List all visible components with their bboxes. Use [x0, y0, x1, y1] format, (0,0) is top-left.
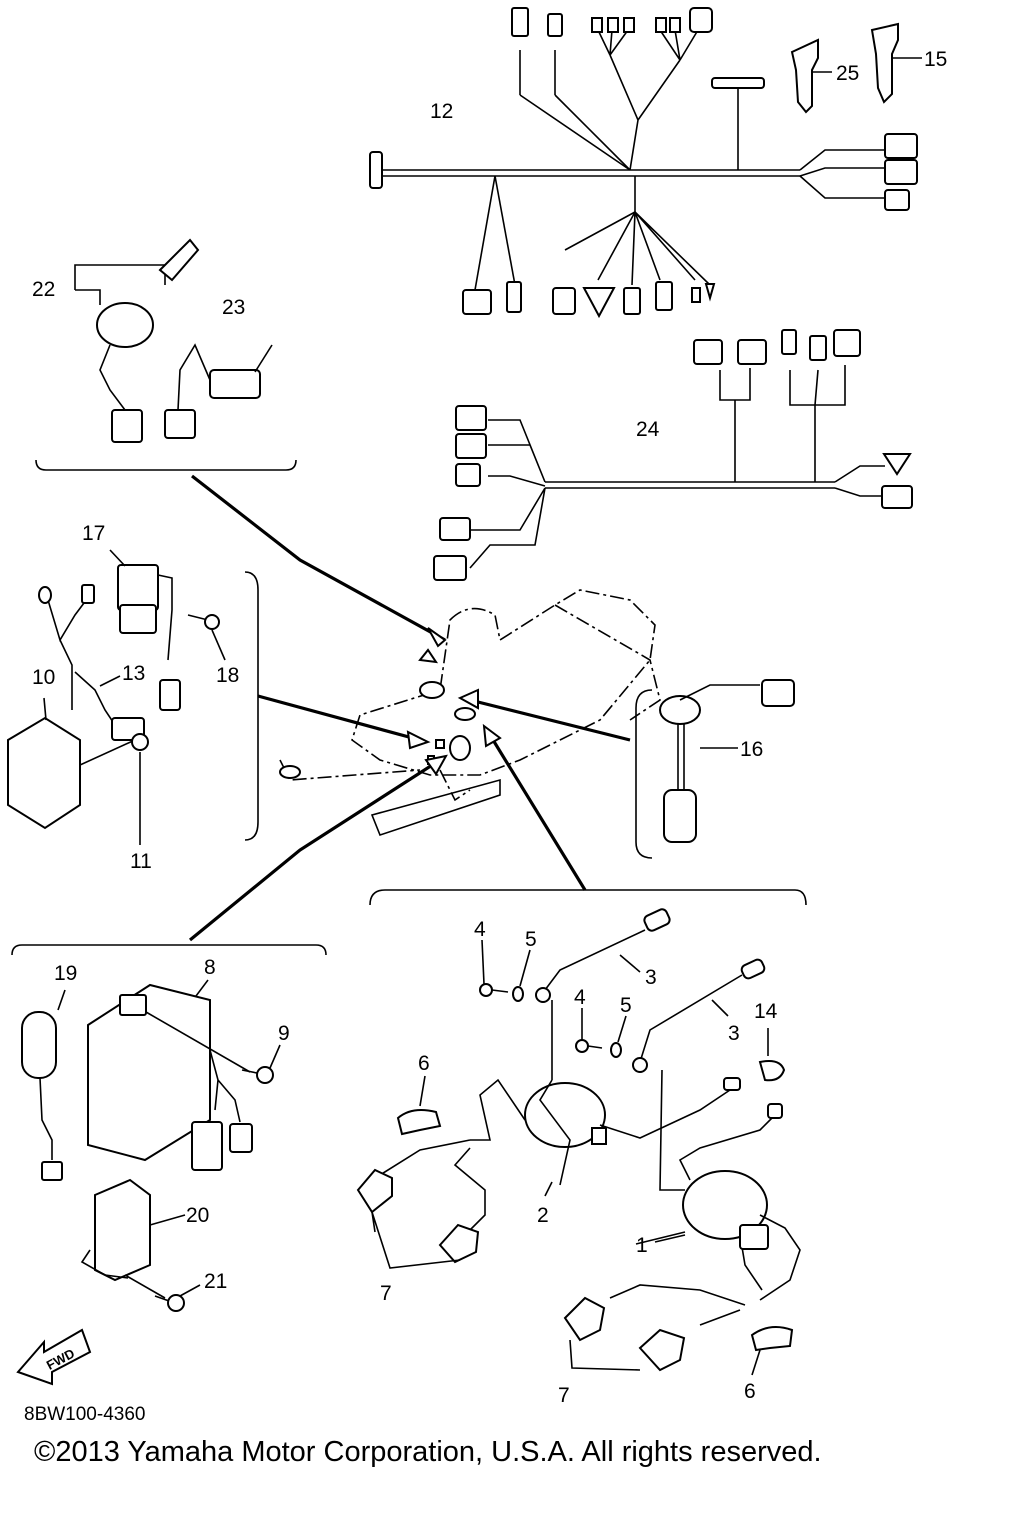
callout-17: 17 — [82, 522, 105, 545]
callout-7a: 7 — [380, 1282, 392, 1305]
callout-23: 23 — [222, 296, 245, 319]
rectifier-regulator-10 — [7, 716, 81, 830]
bolt-18 — [187, 614, 226, 661]
callout-3a: 3 — [645, 966, 657, 989]
callout-14: 14 — [754, 1000, 778, 1023]
callout-8: 8 — [204, 956, 216, 979]
callout-13: 13 — [122, 662, 145, 685]
fwd-arrow-icon: FWD — [16, 1328, 92, 1386]
cdi-unit-8 — [87, 983, 253, 1171]
callout-labels: 1 2 3 3 4 4 5 5 6 6 7 7 8 9 10 11 12 13 … — [32, 48, 947, 1407]
diagram-code: 8BW100-4360 — [24, 1404, 146, 1425]
callout-25: 25 — [836, 62, 859, 85]
snowmobile-outline — [279, 589, 661, 836]
callout-11: 11 — [130, 850, 152, 873]
key-25-icon — [790, 38, 819, 114]
bolt-21 — [124, 1274, 201, 1312]
callout-6b: 6 — [744, 1380, 756, 1403]
callout-21: 21 — [204, 1270, 227, 1293]
callout-15: 15 — [924, 48, 947, 71]
callout-2: 2 — [537, 1204, 549, 1227]
callout-18: 18 — [216, 664, 239, 687]
switch-23 — [164, 343, 273, 439]
wire-harness-24 — [433, 329, 913, 581]
high-tension-lead-3b — [632, 958, 766, 1073]
callout-16: 16 — [740, 738, 763, 761]
bolt-4 — [479, 939, 603, 1053]
fuel-sender-16 — [659, 679, 795, 843]
callout-5b: 5 — [620, 994, 632, 1017]
clip-14 — [758, 1028, 786, 1082]
plug-cap-7-right — [563, 1284, 746, 1372]
callout-20: 20 — [186, 1204, 209, 1227]
callout-9: 9 — [278, 1022, 290, 1045]
main-switch-22 — [74, 238, 200, 443]
clamp-6 — [396, 1075, 794, 1376]
callout-1: 1 — [636, 1234, 648, 1257]
callout-4b: 4 — [574, 986, 586, 1009]
callout-22: 22 — [32, 278, 55, 301]
control-unit-20 — [80, 1178, 186, 1282]
callout-4a: 4 — [474, 918, 486, 941]
callout-5a: 5 — [525, 928, 537, 951]
callout-24: 24 — [636, 418, 660, 441]
relay-17 — [117, 564, 181, 711]
copyright-notice: ©2013 Yamaha Motor Corporation, U.S.A. A… — [34, 1436, 822, 1468]
plug-cap-7-left — [356, 1139, 486, 1269]
bolt-9 — [145, 1011, 281, 1084]
bolt-11 — [79, 733, 149, 845]
washer-5 — [512, 949, 627, 1058]
condenser-19 — [21, 1011, 63, 1181]
callout-12: 12 — [430, 100, 453, 123]
wire-harness-12 — [369, 7, 918, 319]
ignition-coil-1 — [654, 1069, 801, 1301]
key-15-icon — [870, 22, 899, 104]
callout-3b: 3 — [728, 1022, 740, 1045]
callout-6a: 6 — [418, 1052, 430, 1075]
callout-19: 19 — [54, 962, 77, 985]
callout-10: 10 — [32, 666, 55, 689]
ignition-coil-2 — [470, 1000, 741, 1186]
callout-7b: 7 — [558, 1384, 570, 1407]
high-tension-lead-3a — [535, 908, 671, 1003]
